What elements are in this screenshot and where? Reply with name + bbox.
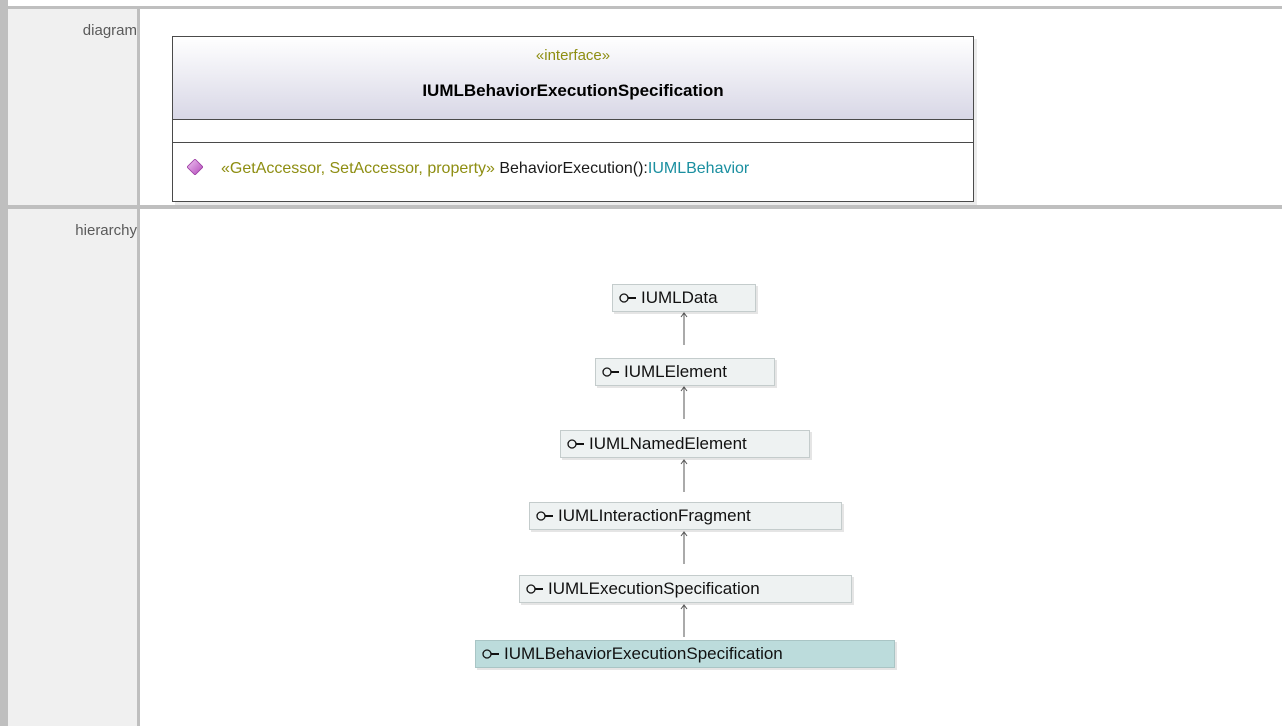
lollipop-icon: [619, 293, 636, 303]
arrow-head-2: [680, 386, 688, 392]
interface-header: «interface» IUMLBehaviorExecutionSpecifi…: [173, 37, 973, 120]
documentation-table: diagram «interface» IUMLBehaviorExecutio…: [0, 8, 1282, 726]
hierarchy-node-iumlexecutionspecification[interactable]: IUMLExecutionSpecification: [519, 575, 852, 603]
lollipop-icon: [567, 439, 584, 449]
lollipop-icon: [526, 584, 543, 594]
diagram-label: diagram: [82, 22, 137, 39]
arrow-head-3: [680, 459, 688, 465]
hierarchy-node-iumlelement[interactable]: IUMLElement: [595, 358, 775, 386]
node-label: IUMLElement: [624, 362, 727, 381]
hierarchy-node-iumldata[interactable]: IUMLData: [612, 284, 756, 312]
diamond-icon: [187, 159, 203, 175]
generalization-arrows: [680, 312, 688, 637]
lollipop-icon: [602, 367, 619, 377]
interface-name: IUMLBehaviorExecutionSpecification: [422, 81, 724, 100]
hierarchy-node-iumlbehaviorexecutionspecification[interactable]: IUMLBehaviorExecutionSpecification: [475, 640, 895, 668]
row-separator: [0, 205, 1282, 209]
operations-compartment: «GetAccessor, SetAccessor, property» Beh…: [173, 143, 973, 201]
hierarchy-label-cell: hierarchy: [0, 208, 140, 726]
hierarchy-label: hierarchy: [75, 222, 137, 239]
lollipop-icon: [536, 511, 553, 521]
lollipop-icon: [482, 649, 499, 659]
interface-box[interactable]: «interface» IUMLBehaviorExecutionSpecifi…: [172, 36, 974, 202]
hierarchy-node-iumlnamedelement[interactable]: IUMLNamedElement: [560, 430, 810, 458]
node-label: IUMLBehaviorExecutionSpecification: [504, 644, 783, 663]
node-label: IUMLExecutionSpecification: [548, 579, 760, 598]
hierarchy-node-iumlinteractionfragment[interactable]: IUMLInteractionFragment: [529, 502, 842, 530]
interface-stereotype: «interface»: [535, 47, 611, 64]
node-label: IUMLData: [641, 288, 718, 307]
hierarchy-row: hierarchy IUMLData: [0, 208, 1282, 726]
operation-stereotype: «GetAccessor, SetAccessor, property»: [221, 160, 495, 177]
arrow-head-5: [680, 604, 688, 610]
diagram-label-cell: diagram: [0, 8, 140, 208]
node-label: IUMLNamedElement: [589, 434, 747, 453]
table-left-border: [0, 0, 8, 726]
arrow-head-1: [680, 312, 688, 318]
operation-row[interactable]: «GetAccessor, SetAccessor, property» Beh…: [187, 159, 749, 178]
attributes-compartment: [173, 119, 973, 143]
node-label: IUMLInteractionFragment: [558, 506, 751, 525]
table-top-border: [0, 6, 1282, 9]
diagram-row: diagram «interface» IUMLBehaviorExecutio…: [0, 8, 1282, 208]
arrow-head-4: [680, 531, 688, 537]
operation-return-type[interactable]: IUMLBehavior: [647, 160, 750, 177]
operation-name: BehaviorExecution():: [499, 160, 648, 177]
